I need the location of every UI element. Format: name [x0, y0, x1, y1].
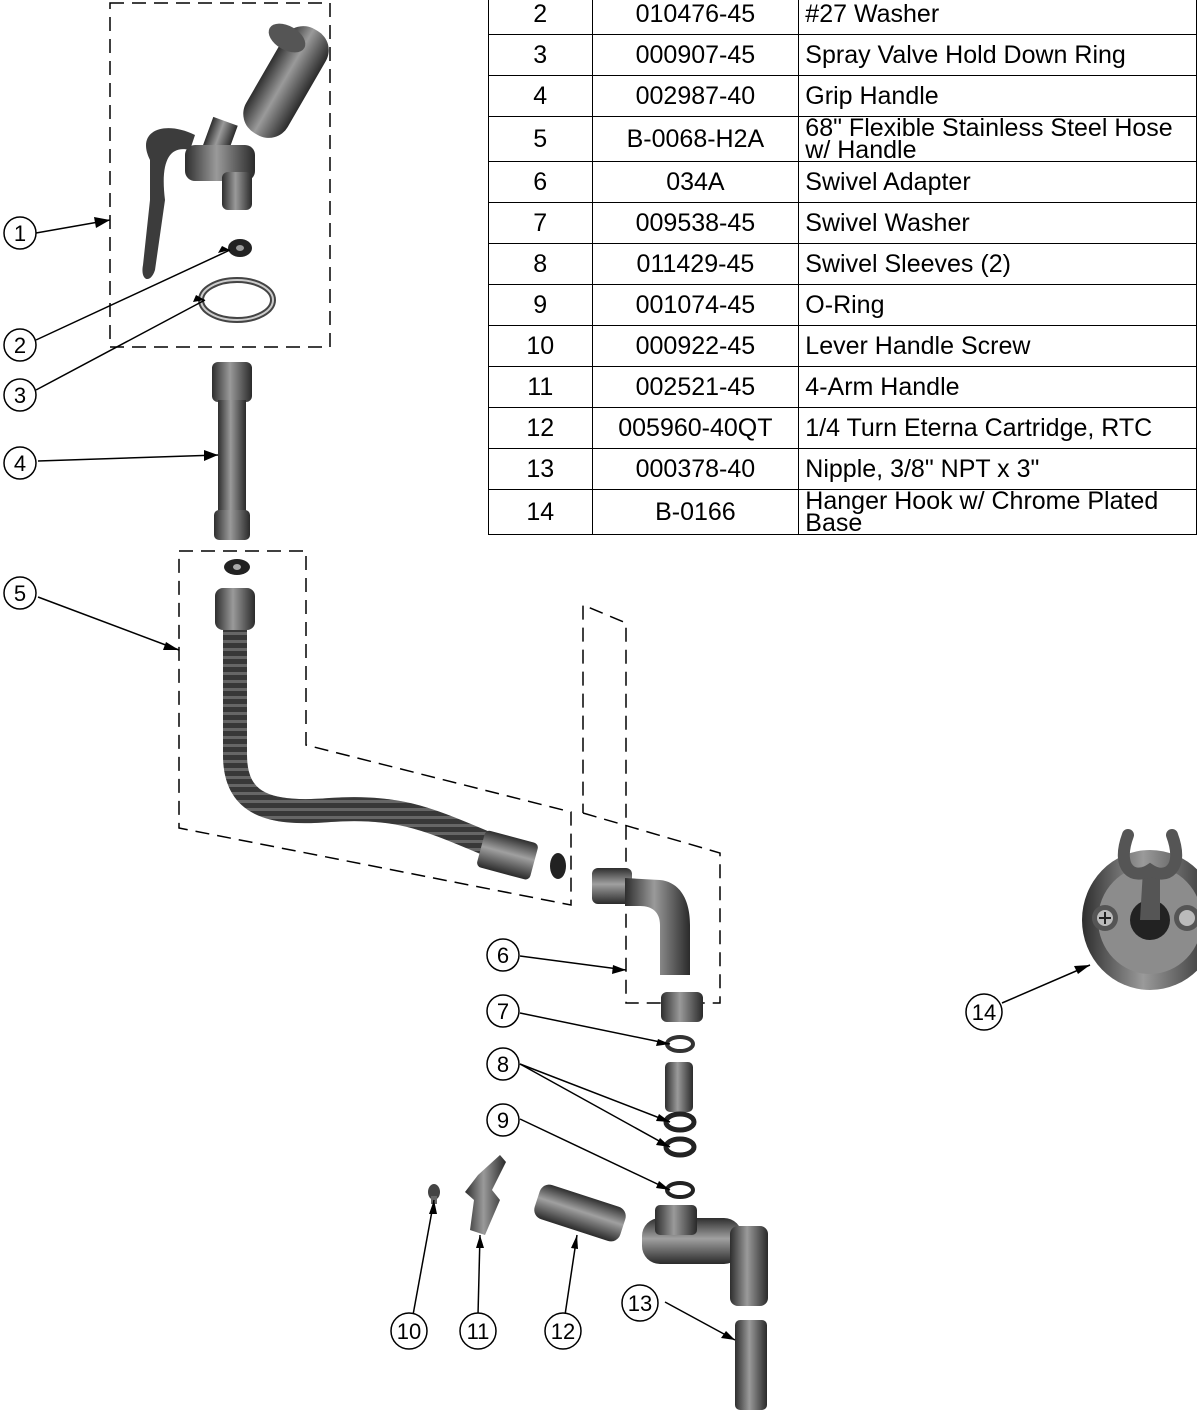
part-description: Spray Valve Hold Down Ring [798, 34, 1197, 76]
four-arm-handle-part [465, 1155, 506, 1235]
callout-6: 6 [497, 943, 509, 968]
part-number: 000922-45 [591, 325, 800, 367]
callout-12: 12 [551, 1319, 575, 1344]
item-number: 10 [488, 325, 593, 367]
leader-lines [35, 219, 1091, 1341]
part-description: Swivel Adapter [798, 161, 1197, 203]
part-description: 4-Arm Handle [798, 366, 1197, 408]
item-number: 6 [488, 161, 593, 203]
part-description: Hanger Hook w/ Chrome Plated Base [798, 489, 1197, 535]
callout-10: 10 [397, 1319, 421, 1344]
callout-3: 3 [14, 383, 26, 408]
part-description: 68" Flexible Stainless Steel Hose w/ Han… [798, 116, 1197, 162]
callout-13: 13 [628, 1291, 652, 1316]
part-number: 000907-45 [591, 34, 800, 76]
callout-5: 5 [14, 581, 26, 606]
washer-27-part [228, 239, 252, 257]
item-number: 11 [488, 366, 593, 408]
hanger-hook-part [1082, 829, 1197, 990]
spray-valve-part [142, 23, 329, 280]
item-number: 7 [488, 202, 593, 244]
callout-9: 9 [497, 1108, 509, 1133]
leader-arrowheads [94, 217, 1090, 1340]
valve-body-part [642, 1205, 768, 1306]
item-number: 13 [488, 448, 593, 490]
flexible-hose-part [215, 559, 566, 880]
callout-7: 7 [497, 999, 509, 1024]
part-number: 009538-45 [591, 202, 800, 244]
part-number: B-0166 [591, 489, 800, 535]
grip-handle-part [212, 362, 252, 540]
item-number: 9 [488, 284, 593, 326]
part-description: Grip Handle [798, 75, 1197, 117]
part-description: Swivel Washer [798, 202, 1197, 244]
part-number: B-0068-H2A [591, 116, 800, 162]
part-description: #27 Washer [798, 0, 1197, 35]
item-number: 2 [488, 0, 593, 35]
callout-balloons [3, 216, 1003, 1350]
callout-8: 8 [497, 1052, 509, 1077]
callout-11: 11 [467, 1319, 490, 1344]
part-description: Lever Handle Screw [798, 325, 1197, 367]
part-number: 002521-45 [591, 366, 800, 408]
callout-4: 4 [14, 451, 26, 476]
item-number: 3 [488, 34, 593, 76]
group-box-hose [178, 550, 572, 906]
item-number: 12 [488, 407, 593, 449]
part-description: Nipple, 3/8" NPT x 3" [798, 448, 1197, 490]
nipple-part [735, 1320, 767, 1410]
item-number: 8 [488, 243, 593, 285]
part-number: 001074-45 [591, 284, 800, 326]
part-description: 1/4 Turn Eterna Cartridge, RTC [798, 407, 1197, 449]
callout-14: 14 [972, 1000, 996, 1025]
part-number: 034A [591, 161, 800, 203]
cartridge-part [534, 1184, 626, 1242]
group-box-swivel [582, 603, 721, 1004]
part-description: Swivel Sleeves (2) [798, 243, 1197, 285]
part-number: 002987-40 [591, 75, 800, 117]
part-number: 011429-45 [591, 243, 800, 285]
item-number: 5 [488, 116, 593, 162]
item-number: 14 [488, 489, 593, 535]
part-number: 010476-45 [591, 0, 800, 35]
swivel-adapter-part [592, 868, 690, 975]
part-number: 005960-40QT [591, 407, 800, 449]
part-number: 000378-40 [591, 448, 800, 490]
swivel-stack-parts [661, 992, 703, 1199]
hold-down-ring-part [198, 277, 276, 323]
part-description: O-Ring [798, 284, 1197, 326]
callout-2: 2 [14, 333, 26, 358]
callout-1: 1 [14, 221, 26, 246]
group-box-spray-valve [109, 2, 331, 348]
item-number: 4 [488, 75, 593, 117]
